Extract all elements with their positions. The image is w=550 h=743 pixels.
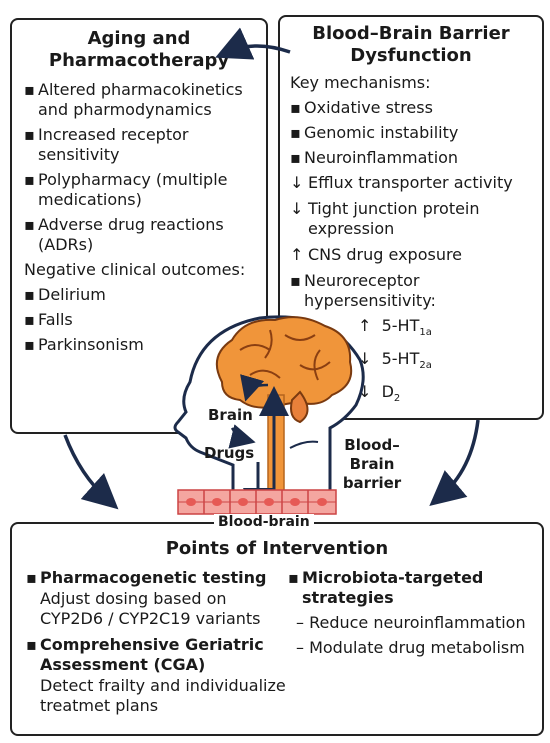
up-arrow-icon: ↑	[290, 245, 304, 264]
blood-brain-strip-label: Blood-brain	[214, 514, 314, 530]
right-to-bottom-arrow	[429, 419, 480, 507]
down-arrow-icon: ↓	[290, 173, 304, 192]
outcome-item: Parkinsonism	[24, 335, 254, 355]
microbiota-heading: Microbiota-targeted strategies	[288, 568, 528, 608]
bbb-dysfunction-panel: Blood–Brain Barrier Dysfunction Key mech…	[278, 15, 544, 420]
arrow-item-text: Efflux transporter activity	[308, 173, 513, 192]
outcomes-heading: Negative clinical outcomes:	[24, 260, 246, 279]
outcome-item: Falls	[24, 310, 254, 330]
aging-title: Aging and Pharmacotherapy	[48, 28, 230, 71]
arrow-item: ↓Tight junction protein expression	[290, 199, 532, 239]
mechanism-item: Genomic instability	[290, 123, 532, 143]
blood-vessel-strip	[177, 489, 337, 515]
receptor-name: D	[381, 382, 394, 402]
right-to-left-arrow	[215, 27, 291, 60]
microbiota-item: – Reduce neuroinflammation	[296, 613, 526, 632]
left-item: Increased receptor sensitivity	[24, 125, 254, 165]
curved-arrow-icon	[228, 424, 256, 449]
drugs-label: Drugs	[204, 444, 255, 462]
pharmacogenetic-detail: Adjust dosing based on CYP2D6 / CYP2C19 …	[40, 589, 261, 628]
mechanism-item: Neuroinflammation	[290, 148, 532, 168]
bbb-title: Blood–Brain Barrier Dysfunction	[312, 23, 510, 66]
outcome-item: Delirium	[24, 285, 254, 305]
points-of-intervention-panel: Points of Intervention Pharmacogenetic t…	[10, 522, 544, 736]
pharmacogenetic-heading: Pharmacogenetic testing	[26, 568, 288, 588]
arrow-item: ↑CNS drug exposure	[290, 245, 532, 265]
bbb-label: Blood–Brain barrier	[342, 436, 402, 492]
mechanism-item: Oxidative stress	[290, 98, 532, 118]
mechanisms-heading: Key mechanisms:	[290, 73, 431, 92]
arrow-item-text: Tight junction protein expression	[308, 199, 480, 238]
aging-pharmacotherapy-panel: Aging and Pharmacotherapy Altered pharma…	[10, 18, 268, 434]
arrow-item-text: CNS drug exposure	[308, 245, 463, 264]
cga-detail: Detect frailty and individualize treatme…	[40, 676, 286, 715]
hypersensitivity-item: Neuroreceptor hypersensitivity:	[290, 271, 532, 311]
microbiota-item: – Modulate drug metabolism	[296, 638, 525, 657]
intervention-title: Points of Intervention	[165, 538, 389, 559]
left-item: Adverse drug reactions (ADRs)	[24, 215, 254, 255]
arrow-item: ↓Efflux transporter activity	[290, 173, 532, 193]
receptor-subtype: 1a	[419, 327, 432, 339]
curved-arrow-icon	[240, 374, 269, 402]
brainstem	[267, 394, 285, 493]
left-item: Altered pharmacokinetics and pharmodynam…	[24, 80, 254, 120]
receptor-subtype: 2a	[419, 360, 432, 372]
receptor-name: 5-HT	[381, 349, 420, 369]
receptor-row: ↑ 5-HT1a	[358, 316, 532, 343]
receptor-subtype: 2	[393, 393, 401, 405]
receptor-name: 5-HT	[381, 316, 420, 335]
brain-label: Brain	[208, 406, 253, 424]
cga-heading: Comprehensive Geriatric Assessment (CGA)	[26, 635, 288, 675]
bbb-pointer-line	[289, 440, 319, 449]
up-arrow-icon: ↑	[358, 316, 372, 335]
left-to-bottom-arrow	[63, 434, 119, 510]
left-item: Polypharmacy (multiple medications)	[24, 170, 254, 210]
down-arrow-icon: ↓	[290, 199, 304, 218]
